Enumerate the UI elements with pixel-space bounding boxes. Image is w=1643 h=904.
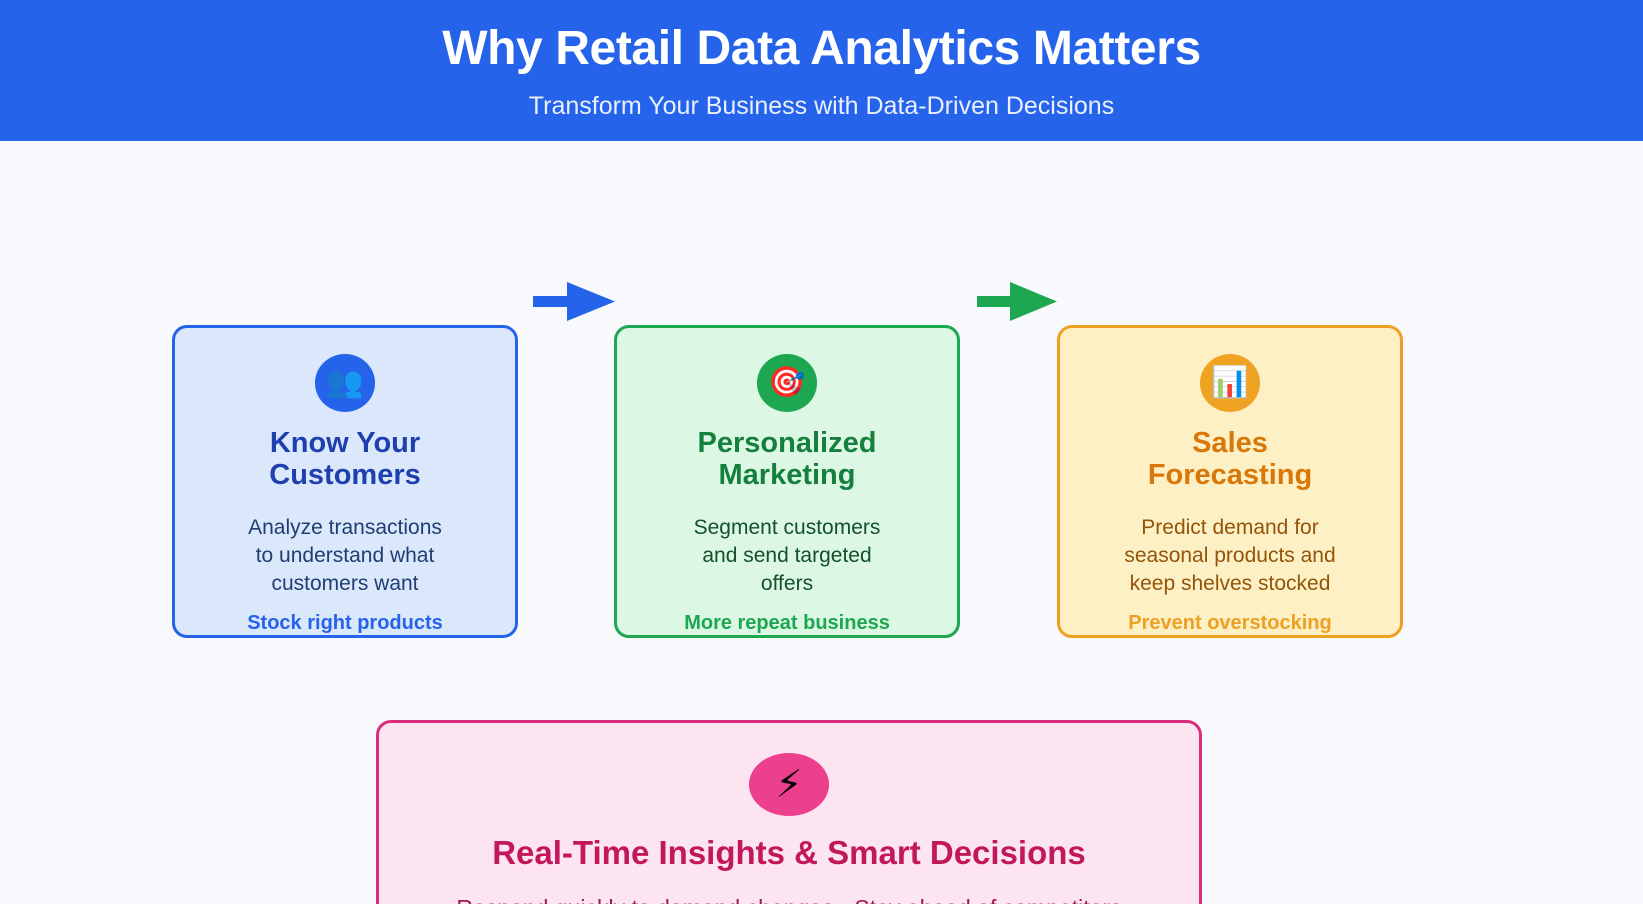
page-subtitle: Transform Your Business with Data-Driven… (528, 92, 1115, 121)
card-personalized-marketing[interactable]: 🎯 Personalized Marketing Segment custome… (614, 325, 960, 638)
card-benefits-line-1: Respond quickly to demand changes • Stay… (456, 891, 1121, 904)
card-sales-forecasting[interactable]: 📊 Sales Forecasting Predict demand for s… (1057, 325, 1403, 638)
page-header: Why Retail Data Analytics Matters Transf… (0, 0, 1643, 141)
card-description-personalized-marketing: Segment customers and send targeted offe… (693, 516, 881, 596)
card-know-your-customers[interactable]: 👥 Know Your Customers Analyze transactio… (172, 325, 518, 638)
card-title-sales-forecasting: Sales Forecasting (1147, 426, 1313, 492)
arrow-know-to-marketing (533, 282, 615, 321)
diagram-canvas: 👥 Know Your Customers Analyze transactio… (0, 141, 1643, 904)
bar-chart-icon: 📊 (1200, 354, 1260, 412)
page-title: Why Retail Data Analytics Matters (442, 21, 1201, 75)
lightning-bolt-icon: ⚡ (749, 753, 829, 816)
target-icon: 🎯 (757, 354, 817, 412)
card-highlight-personalized-marketing: More repeat business (684, 612, 890, 634)
arrow-marketing-to-forecasting (977, 282, 1057, 321)
card-real-time-insights[interactable]: ⚡ Real-Time Insights & Smart Decisions R… (376, 720, 1202, 904)
card-title-personalized-marketing: Personalized Marketing (697, 426, 877, 492)
people-icon: 👥 (315, 354, 375, 412)
card-highlight-sales-forecasting: Prevent overstocking (1128, 612, 1332, 634)
card-description-know-your-customers: Analyze transactions to understand what … (248, 516, 442, 596)
card-title-know-your-customers: Know Your Customers (269, 426, 421, 492)
card-title-real-time-insights: Real-Time Insights & Smart Decisions (492, 833, 1086, 871)
card-description-sales-forecasting: Predict demand for seasonal products and… (1124, 516, 1336, 596)
card-highlight-know-your-customers: Stock right products (247, 612, 443, 634)
